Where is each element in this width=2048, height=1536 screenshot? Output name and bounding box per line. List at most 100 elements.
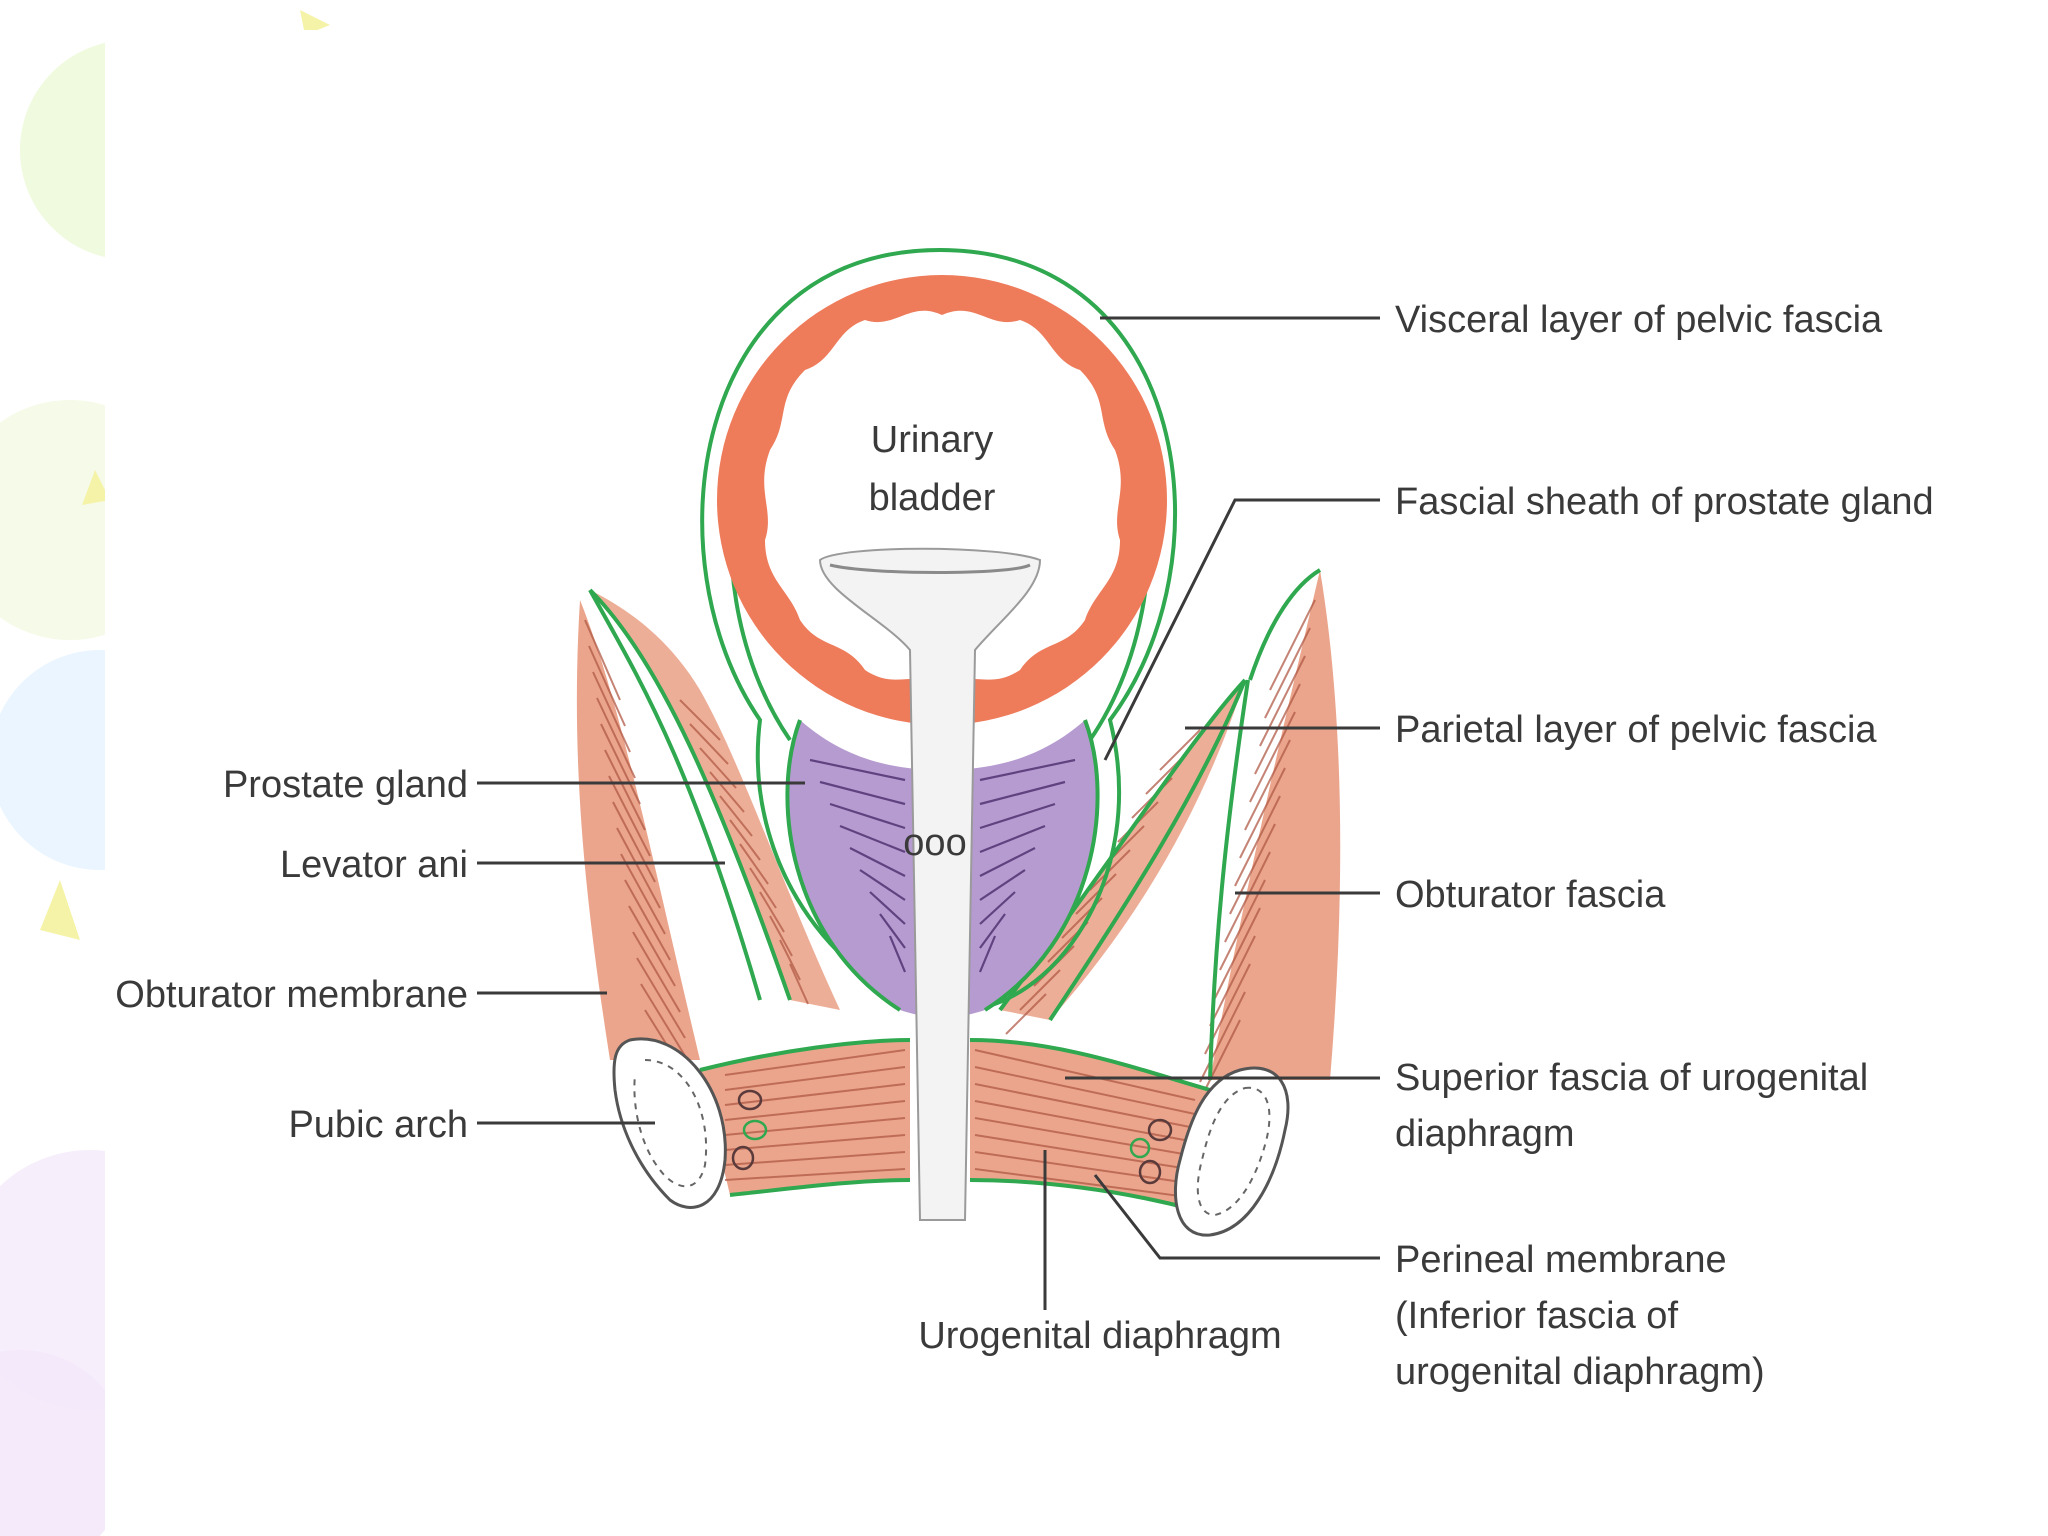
label-perineal-membrane-2: (Inferior fascia of — [1395, 1295, 1678, 1337]
muscle-striation — [888, 935, 907, 973]
muscle-striation — [689, 723, 729, 765]
label-urinary-bladder-1: Urinary — [871, 419, 993, 461]
muscle-striation — [979, 758, 1076, 782]
muscle-striation — [769, 915, 793, 957]
label-superior-fascia-1: Superior fascia of urogenital — [1395, 1057, 1868, 1099]
muscle-striation — [584, 619, 621, 701]
pubic-bones — [612, 1037, 1290, 1237]
muscle-striation — [620, 853, 666, 935]
muscle-striation — [640, 983, 691, 1065]
muscle-striation — [759, 891, 785, 933]
muscle-striation — [724, 1117, 906, 1136]
muscle-striation — [724, 1168, 906, 1181]
muscle-striation — [974, 1066, 1196, 1115]
muscle-striation — [1244, 739, 1291, 831]
muscle-striation — [849, 847, 906, 877]
muscle-striation — [724, 1066, 906, 1091]
muscle-striation — [978, 935, 997, 973]
muscle-striation — [724, 1151, 906, 1166]
label-superior-fascia-2: diaphragm — [1395, 1113, 1575, 1155]
muscle-striation — [974, 1168, 1196, 1199]
muscle-striation — [979, 869, 1026, 901]
muscle-striation — [1209, 935, 1256, 1027]
muscle-striation — [724, 1134, 906, 1151]
muscle-striation — [624, 879, 671, 961]
muscle-striation — [636, 957, 686, 1039]
muscle-striation — [819, 780, 906, 806]
label-urogenital-diaphragm: Urogenital diaphragm — [918, 1315, 1281, 1357]
muscle-striation — [1224, 851, 1271, 943]
muscle-striation — [1019, 969, 1061, 1011]
label-parietal-layer: Parietal layer of pelvic fascia — [1395, 709, 1877, 751]
muscle-striation — [974, 1117, 1196, 1157]
muscle-striation — [1005, 993, 1047, 1035]
muscle-striation — [632, 931, 681, 1013]
muscle-striation — [600, 723, 641, 805]
muscle-striation — [829, 802, 906, 830]
muscle-striation — [979, 824, 1046, 854]
muscle-striation — [588, 645, 626, 727]
muscle-striation — [724, 1100, 906, 1121]
label-obturator-membrane: Obturator membrane — [115, 974, 468, 1016]
muscle-striation — [979, 802, 1056, 830]
muscle-striation — [1239, 767, 1286, 859]
muscle-striation — [1234, 795, 1281, 887]
muscle-striation — [739, 843, 769, 885]
muscle-striation — [719, 795, 753, 837]
muscle-striation — [709, 771, 745, 813]
label-perineal-membrane-1: Perineal membrane — [1395, 1239, 1727, 1281]
muscle-striation — [979, 891, 1016, 925]
muscle-striation — [1089, 849, 1131, 891]
muscle-striation — [789, 963, 809, 1005]
muscle-striation — [612, 801, 656, 883]
muscle-striation — [749, 867, 777, 909]
label-levator-ani: Levator ani — [280, 844, 468, 886]
urogenital-diaphragm — [699, 1038, 1211, 1212]
muscle-striation — [1159, 729, 1201, 771]
muscle-striation — [809, 758, 906, 782]
muscle-striation — [616, 827, 661, 909]
muscle-striation — [979, 780, 1066, 806]
muscle-striation — [779, 939, 801, 981]
label-urinary-bladder-2: bladder — [869, 477, 996, 519]
leader-lines — [477, 316, 1380, 1310]
label-visceral-layer: Visceral layer of pelvic fascia — [1395, 299, 1883, 341]
muscle-striation — [724, 1083, 906, 1106]
obturator-fascia-right — [1248, 568, 1322, 681]
label-prostate-gland: Prostate gland — [223, 764, 468, 806]
muscle-striation — [596, 697, 636, 779]
urethra — [818, 547, 1042, 1221]
prostate-sheath — [785, 719, 1100, 1012]
muscle-striation — [604, 749, 646, 831]
muscle-striation — [1214, 907, 1261, 999]
muscle-striation — [879, 913, 906, 949]
muscle-striation — [974, 1100, 1196, 1143]
muscle-striation — [679, 699, 721, 741]
muscle-striation — [1219, 879, 1266, 971]
muscle-striation — [1199, 991, 1246, 1083]
muscle-striation — [859, 869, 906, 901]
muscle-striation — [724, 1049, 906, 1076]
muscle-striation — [699, 747, 737, 789]
muscle-striation — [974, 1049, 1196, 1101]
muscle-striation — [1269, 599, 1316, 691]
muscle-striation — [1229, 823, 1276, 915]
muscle-striation — [592, 671, 631, 753]
label-perineal-membrane-3: urogenital diaphragm) — [1395, 1351, 1765, 1393]
muscle-striation — [729, 819, 761, 861]
muscle-striation — [1264, 627, 1311, 719]
muscle-striation — [979, 913, 1006, 949]
label-pubic-arch: Pubic arch — [288, 1104, 468, 1146]
obturator-internus-muscles — [576, 568, 1341, 1111]
muscle-striation — [1075, 873, 1117, 915]
muscle-striation — [979, 847, 1036, 877]
label-obturator-fascia: Obturator fascia — [1395, 874, 1666, 916]
urethra-marks: ooo — [903, 822, 966, 864]
muscle-striation — [869, 891, 906, 925]
muscle-striation — [628, 905, 676, 987]
muscle-striation — [1259, 655, 1306, 747]
label-fascial-sheath: Fascial sheath of prostate gland — [1395, 481, 1934, 523]
labels: Urinary bladder ooo Visceral layer of pe… — [115, 299, 1933, 1393]
muscle-striation — [839, 824, 906, 854]
